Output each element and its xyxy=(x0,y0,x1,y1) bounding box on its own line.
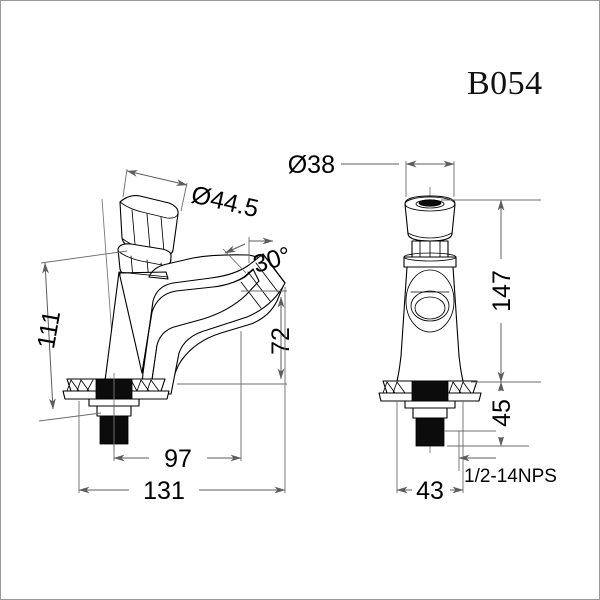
dim-knob-diameter-front: Ø38 xyxy=(288,151,455,197)
dim-label-knob-diameter-front: Ø38 xyxy=(288,151,335,179)
right-view-dimensions: Ø38 147 45 xyxy=(288,151,557,505)
dim-label-overall-height: 111 xyxy=(32,308,66,350)
left-view-dimensions: Ø44.5 30° 111 72 xyxy=(32,168,295,505)
dim-label-height-above-deck: 147 xyxy=(488,270,516,312)
dim-shank-length: 45 xyxy=(447,381,529,447)
dim-label-base-width: 43 xyxy=(416,477,444,505)
dim-overall-height: 111 xyxy=(32,250,128,422)
dim-label-knob-diameter: Ø44.5 xyxy=(189,181,262,224)
dim-label-spout-height: 72 xyxy=(267,327,295,355)
left-side-elevation-view xyxy=(62,195,286,453)
dim-label-spout-reach: 97 xyxy=(164,445,192,473)
dim-overall-length: 131 xyxy=(78,287,286,505)
mounting-base-front xyxy=(378,380,482,447)
dim-label-thread-spec: 1/2-14NPS xyxy=(464,466,557,487)
dim-label-spout-angle: 30° xyxy=(250,241,294,278)
dim-label-shank-length: 45 xyxy=(488,399,516,427)
dim-spout-reach: 97 xyxy=(113,331,242,473)
right-front-elevation-view xyxy=(378,187,482,453)
faucet-body-front xyxy=(396,266,464,382)
faucet-body-contour xyxy=(100,253,286,395)
dim-thread-spec: 1/2-14NPS xyxy=(444,430,557,487)
spout-tip xyxy=(240,253,286,309)
handle-knob-front xyxy=(404,195,456,242)
dim-label-overall-length: 131 xyxy=(143,477,185,505)
handle-collar-front xyxy=(403,240,457,268)
page-title: B054 xyxy=(467,65,543,102)
dim-base-width: 43 xyxy=(396,401,464,505)
dim-spout-height: 72 xyxy=(177,290,295,385)
dim-height-above-deck: 147 xyxy=(441,199,541,383)
